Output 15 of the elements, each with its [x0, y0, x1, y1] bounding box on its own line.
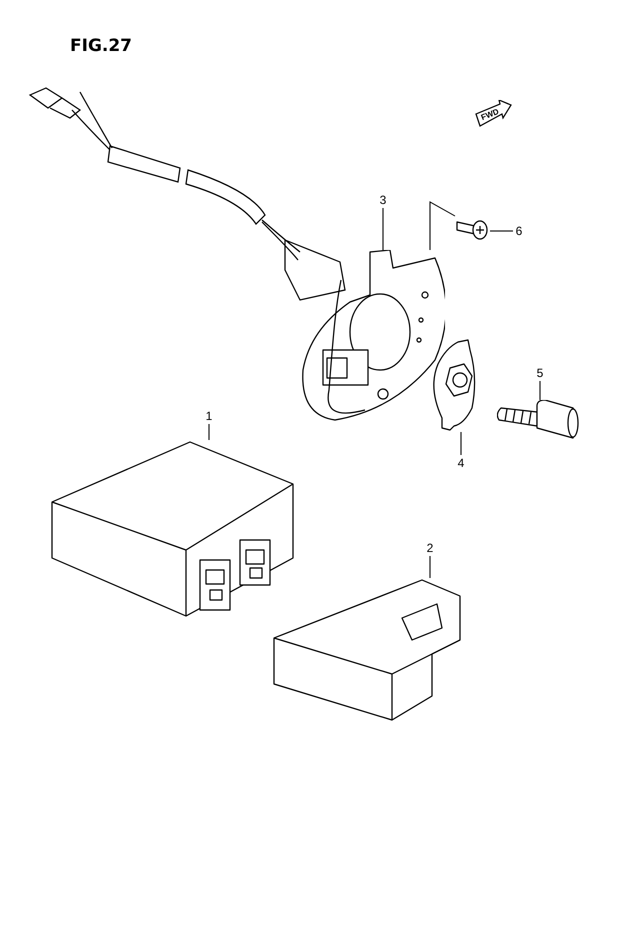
callout-number: 6 — [513, 223, 525, 239]
callout-number: 4 — [455, 455, 467, 471]
figure-title: FIG.27 — [70, 36, 132, 56]
callout-number: 2 — [424, 540, 436, 556]
callout-number: 5 — [534, 365, 546, 381]
leader-line — [208, 424, 210, 440]
leader-line — [430, 201, 456, 250]
direction-label: FWD — [480, 108, 500, 122]
leader-line — [490, 230, 514, 232]
callout-number: 1 — [203, 408, 215, 424]
leader-line — [460, 432, 462, 456]
bolt-drawing — [497, 400, 580, 440]
callout-number: 3 — [377, 192, 389, 208]
leader-line — [382, 208, 384, 250]
ignitor-unit-drawing — [50, 440, 295, 618]
